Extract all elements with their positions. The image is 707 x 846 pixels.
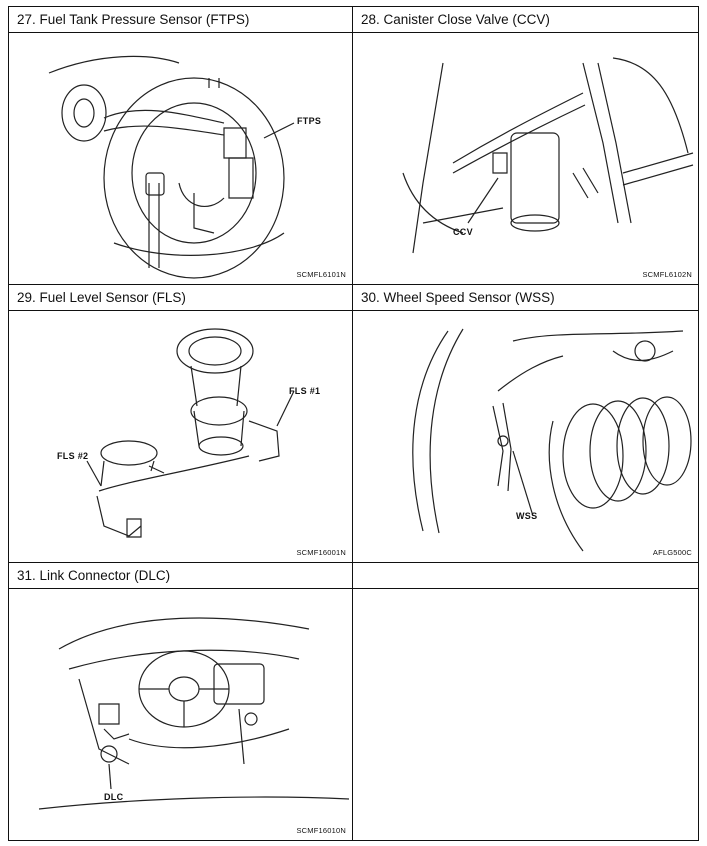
cell-title bbox=[353, 563, 698, 589]
cell-title: 30. Wheel Speed Sensor (WSS) bbox=[353, 285, 698, 311]
cell-title: 28. Canister Close Valve (CCV) bbox=[353, 7, 698, 33]
cell-title: 27. Fuel Tank Pressure Sensor (FTPS) bbox=[9, 7, 352, 33]
callout-fls-2: FLS #2 bbox=[57, 451, 89, 461]
cell-dlc: 31. Link Connector (DLC) DLC SCMF bbox=[9, 563, 352, 840]
dlc-illustration: DLC SCMF16010N bbox=[9, 589, 352, 840]
row-divider bbox=[9, 284, 698, 285]
empty-cell-body bbox=[353, 589, 698, 840]
cell-empty bbox=[353, 563, 698, 840]
callout-dlc: DLC bbox=[104, 792, 124, 802]
wss-illustration: WSS AFLG500C bbox=[353, 311, 698, 562]
cell-title: 31. Link Connector (DLC) bbox=[9, 563, 352, 589]
callout-ftps: FTPS bbox=[297, 116, 322, 126]
cell-ftps: 27. Fuel Tank Pressure Sensor (FTPS) bbox=[9, 7, 352, 284]
figure-code: SCMFL6101N bbox=[296, 270, 346, 279]
figure-code: SCMFL6102N bbox=[642, 270, 692, 279]
callout-wss: WSS bbox=[516, 511, 538, 521]
ftps-illustration: FTPS SCMFL6101N bbox=[9, 33, 352, 284]
figure-code: SCMF16001N bbox=[296, 548, 346, 557]
cell-title: 29. Fuel Level Sensor (FLS) bbox=[9, 285, 352, 311]
ccv-illustration: CCV SCMFL6102N bbox=[353, 33, 698, 284]
callout-ccv: CCV bbox=[453, 227, 473, 237]
figure-code: AFLG500C bbox=[652, 548, 692, 557]
cell-fls: 29. Fuel Level Sensor (FLS) FLS #1 bbox=[9, 285, 352, 562]
callout-fls-1: FLS #1 bbox=[289, 386, 321, 396]
fls-illustration: FLS #1 FLS #2 SCMF16001N bbox=[9, 311, 352, 562]
column-divider bbox=[352, 7, 353, 840]
sensor-figure-table: 27. Fuel Tank Pressure Sensor (FTPS) bbox=[8, 6, 699, 841]
cell-wss: 30. Wheel Speed Sensor (WSS) WSS bbox=[353, 285, 698, 562]
figure-code: SCMF16010N bbox=[296, 826, 346, 835]
row-divider bbox=[9, 562, 698, 563]
cell-ccv: 28. Canister Close Valve (CCV) CCV SCMFL… bbox=[353, 7, 698, 284]
